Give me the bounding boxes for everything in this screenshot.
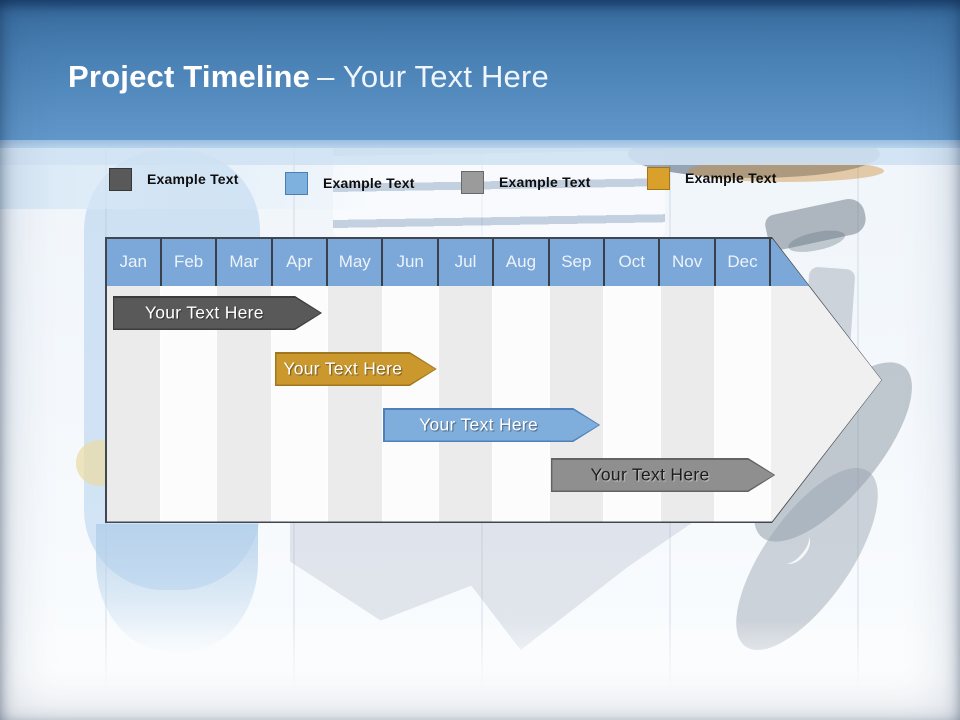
month-cell-jun[interactable]: Jun: [383, 238, 439, 286]
legend-label: Example Text: [147, 171, 239, 187]
month-header-row: Jan Feb Mar Apr May Jun Jul Aug Sep Oct …: [106, 238, 882, 286]
timeline-bar-4[interactable]: Your Text Here: [551, 458, 775, 492]
month-label: Jan: [119, 252, 147, 271]
legend-label: Example Text: [499, 174, 591, 190]
timeline-chart-arrow[interactable]: Jan Feb Mar Apr May Jun Jul Aug Sep Oct …: [105, 237, 882, 523]
month-cell-jan[interactable]: Jan: [107, 238, 162, 286]
month-cell-jul[interactable]: Jul: [439, 238, 495, 286]
month-cell-dec[interactable]: Dec: [716, 238, 772, 286]
grid-column: [328, 285, 384, 522]
legend-label: Example Text: [323, 175, 415, 191]
bar-fill: [114, 298, 320, 329]
bar-label: Your Text Here: [590, 464, 710, 485]
grid-column: [383, 285, 439, 522]
legend-swatch-dark-gray: [109, 167, 132, 191]
month-grid-columns: [106, 285, 772, 522]
month-cell-aug[interactable]: Aug: [494, 238, 550, 286]
month-label: Feb: [173, 252, 204, 271]
month-label: Oct: [618, 252, 645, 271]
legend-swatch-gold: [647, 166, 670, 190]
bar-fill: [552, 460, 773, 491]
month-label: Jun: [396, 252, 424, 271]
header-accent-band-light: [0, 148, 960, 165]
legend-swatch-gray: [461, 170, 484, 194]
month-label: Apr: [286, 252, 313, 271]
month-label: Nov: [671, 252, 703, 271]
bar-label: Your Text Here: [144, 302, 264, 323]
month-label: Jul: [454, 252, 477, 271]
month-cell-apr[interactable]: Apr: [273, 238, 329, 286]
timeline-chart-body: Jan Feb Mar Apr May Jun Jul Aug Sep Oct …: [106, 238, 882, 522]
bg-bottom-fade: [0, 620, 960, 720]
legend-swatch-blue: [285, 171, 308, 195]
month-label: Mar: [229, 252, 259, 271]
timeline-bar-1[interactable]: Your Text Here: [113, 296, 322, 330]
month-cell-sep[interactable]: Sep: [550, 238, 606, 286]
title-main: Project Timeline: [68, 59, 311, 94]
title-placeholder: – Your Text Here: [317, 59, 549, 94]
legend-label: Example Text: [685, 170, 777, 186]
header-accent-band: [0, 140, 960, 148]
month-label: May: [338, 252, 371, 271]
timeline-bar-3[interactable]: Your Text Here: [383, 408, 600, 442]
grid-column: [494, 285, 550, 522]
month-label: Dec: [727, 252, 758, 271]
legend-item-1[interactable]: Example Text: [109, 166, 239, 192]
bar-fill: [385, 410, 599, 441]
timeline-bar-2[interactable]: Your Text Here: [275, 352, 437, 386]
grid-column: [438, 285, 495, 522]
legend-item-4[interactable]: Example Text: [647, 165, 777, 191]
bg-hat-brim: [688, 160, 884, 182]
month-label: Sep: [561, 252, 592, 271]
month-label: Aug: [505, 252, 537, 271]
bar-fill: [276, 354, 435, 385]
legend-item-2[interactable]: Example Text: [285, 170, 415, 196]
month-cell-mar[interactable]: Mar: [217, 238, 273, 286]
month-cell-nov[interactable]: Nov: [660, 238, 716, 286]
bar-label: Your Text Here: [283, 358, 403, 379]
legend-background-wash: [0, 165, 370, 209]
legend-item-3[interactable]: Example Text: [461, 169, 591, 195]
month-cell-oct[interactable]: Oct: [605, 238, 661, 286]
page-title[interactable]: Project Timeline– Your Text Here: [68, 58, 549, 95]
month-cell-feb[interactable]: Feb: [162, 238, 218, 286]
month-cell-may[interactable]: May: [328, 238, 384, 286]
bar-label: Your Text Here: [419, 414, 539, 435]
slide-header: Project Timeline– Your Text Here: [0, 0, 960, 140]
